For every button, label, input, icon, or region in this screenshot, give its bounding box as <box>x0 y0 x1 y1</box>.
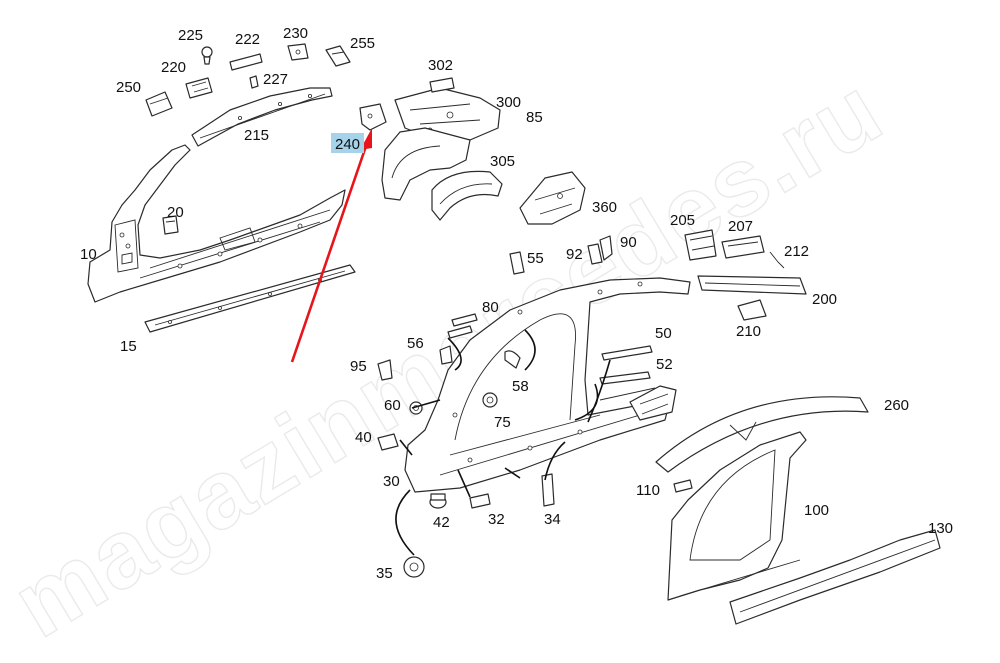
callout-250[interactable]: 250 <box>116 79 141 96</box>
callout-58[interactable]: 58 <box>512 378 529 395</box>
callout-225[interactable]: 225 <box>178 27 203 44</box>
callout-90[interactable]: 90 <box>620 234 637 251</box>
leader-lines <box>395 329 611 556</box>
callout-35[interactable]: 35 <box>376 565 393 582</box>
callout-255[interactable]: 255 <box>350 35 375 52</box>
part-215-roof-rail[interactable] <box>191 87 333 147</box>
part-52-brace[interactable] <box>599 371 651 385</box>
part-212-clip[interactable] <box>769 251 785 269</box>
callout-32[interactable]: 32 <box>488 511 505 528</box>
callout-55[interactable]: 55 <box>527 250 544 267</box>
callout-95[interactable]: 95 <box>350 358 367 375</box>
part-207-bracket[interactable] <box>721 235 765 259</box>
part-80-strip[interactable] <box>447 313 478 339</box>
part-20-bracket[interactable] <box>162 215 179 235</box>
part-56-clip[interactable] <box>439 345 453 365</box>
callout-305[interactable]: 305 <box>490 153 515 170</box>
callout-240-highlight <box>331 133 364 153</box>
callout-80[interactable]: 80 <box>482 299 499 316</box>
part-62-rear-member[interactable] <box>629 385 677 421</box>
part-40-bracket[interactable] <box>377 433 399 451</box>
callout-60[interactable]: 60 <box>384 397 401 414</box>
part-240-rear-quarter-bracket[interactable] <box>359 103 387 131</box>
callout-50[interactable]: 50 <box>655 325 672 342</box>
part-60-plug[interactable] <box>409 401 423 415</box>
part-360-rear-bracket[interactable] <box>519 171 586 225</box>
callout-130[interactable]: 130 <box>928 520 953 537</box>
part-75-plug[interactable] <box>482 392 498 408</box>
part-95-bracket[interactable] <box>377 359 393 381</box>
callout-205[interactable]: 205 <box>670 212 695 229</box>
part-85-wheelhouse[interactable] <box>381 127 471 201</box>
part-15-sill[interactable] <box>144 264 356 333</box>
callout-227[interactable]: 227 <box>263 71 288 88</box>
part-92-bracket[interactable] <box>587 243 603 265</box>
callout-56[interactable]: 56 <box>407 335 424 352</box>
callout-210[interactable]: 210 <box>736 323 761 340</box>
callout-92[interactable]: 92 <box>566 246 583 263</box>
callout-230[interactable]: 230 <box>283 25 308 42</box>
callout-200[interactable]: 200 <box>812 291 837 308</box>
part-255-hinge[interactable] <box>325 45 351 67</box>
part-10-a-pillar-rocker[interactable] <box>87 144 346 303</box>
part-210-bracket[interactable] <box>737 299 767 321</box>
callout-40[interactable]: 40 <box>355 429 372 446</box>
part-42-grommet[interactable] <box>429 493 447 509</box>
callout-110[interactable]: 110 <box>636 482 660 499</box>
part-130-rocker-outer[interactable] <box>729 529 941 625</box>
part-220-bracket[interactable] <box>185 77 213 99</box>
part-305-wheel-arch[interactable] <box>431 170 503 221</box>
callout-20[interactable]: 20 <box>167 204 184 221</box>
callout-220[interactable]: 220 <box>161 59 186 76</box>
callout-42[interactable]: 42 <box>433 514 450 531</box>
part-58-trim[interactable] <box>504 350 521 369</box>
callout-10[interactable]: 10 <box>80 246 97 263</box>
part-227-bolt[interactable] <box>249 75 259 89</box>
callout-15[interactable]: 15 <box>120 338 137 355</box>
callout-75[interactable]: 75 <box>494 414 511 431</box>
highlight-arrow <box>290 128 372 363</box>
callout-240[interactable]: 240 <box>335 136 360 153</box>
part-35-bolt[interactable] <box>403 556 425 578</box>
part-110-clip[interactable] <box>673 479 693 493</box>
part-230-bracket[interactable] <box>287 43 309 61</box>
callout-222[interactable]: 222 <box>235 31 260 48</box>
callout-85[interactable]: 85 <box>526 109 543 126</box>
callout-260[interactable]: 260 <box>884 397 909 414</box>
callout-300[interactable]: 300 <box>496 94 521 111</box>
part-302-insert[interactable] <box>429 77 455 93</box>
part-250-bracket[interactable] <box>145 91 173 117</box>
part-30-side-frame[interactable] <box>404 277 691 493</box>
callout-34[interactable]: 34 <box>544 511 561 528</box>
part-32-bracket[interactable] <box>469 493 491 509</box>
callout-labels: 225 222 230 255 220 227 250 215 20 10 15… <box>80 25 953 582</box>
part-260-roof-outer[interactable] <box>655 396 869 473</box>
part-50-brace[interactable] <box>601 345 653 361</box>
part-225-clip[interactable] <box>201 46 213 65</box>
callout-212[interactable]: 212 <box>784 243 809 260</box>
callout-30[interactable]: 30 <box>383 473 400 490</box>
callout-100[interactable]: 100 <box>804 502 829 519</box>
part-55-bracket[interactable] <box>509 251 525 275</box>
callout-52[interactable]: 52 <box>656 356 673 373</box>
part-222-bracket[interactable] <box>229 53 263 71</box>
callout-360[interactable]: 360 <box>592 199 617 216</box>
callout-207[interactable]: 207 <box>728 218 753 235</box>
callout-215[interactable]: 215 <box>244 127 269 144</box>
part-205-bracket[interactable] <box>684 229 717 261</box>
callout-302[interactable]: 302 <box>428 57 453 74</box>
part-100-outer-side-panel[interactable] <box>667 431 807 601</box>
part-34-bracket[interactable] <box>541 473 555 507</box>
part-200-rail[interactable] <box>697 275 807 295</box>
part-90-clip[interactable] <box>599 235 613 261</box>
